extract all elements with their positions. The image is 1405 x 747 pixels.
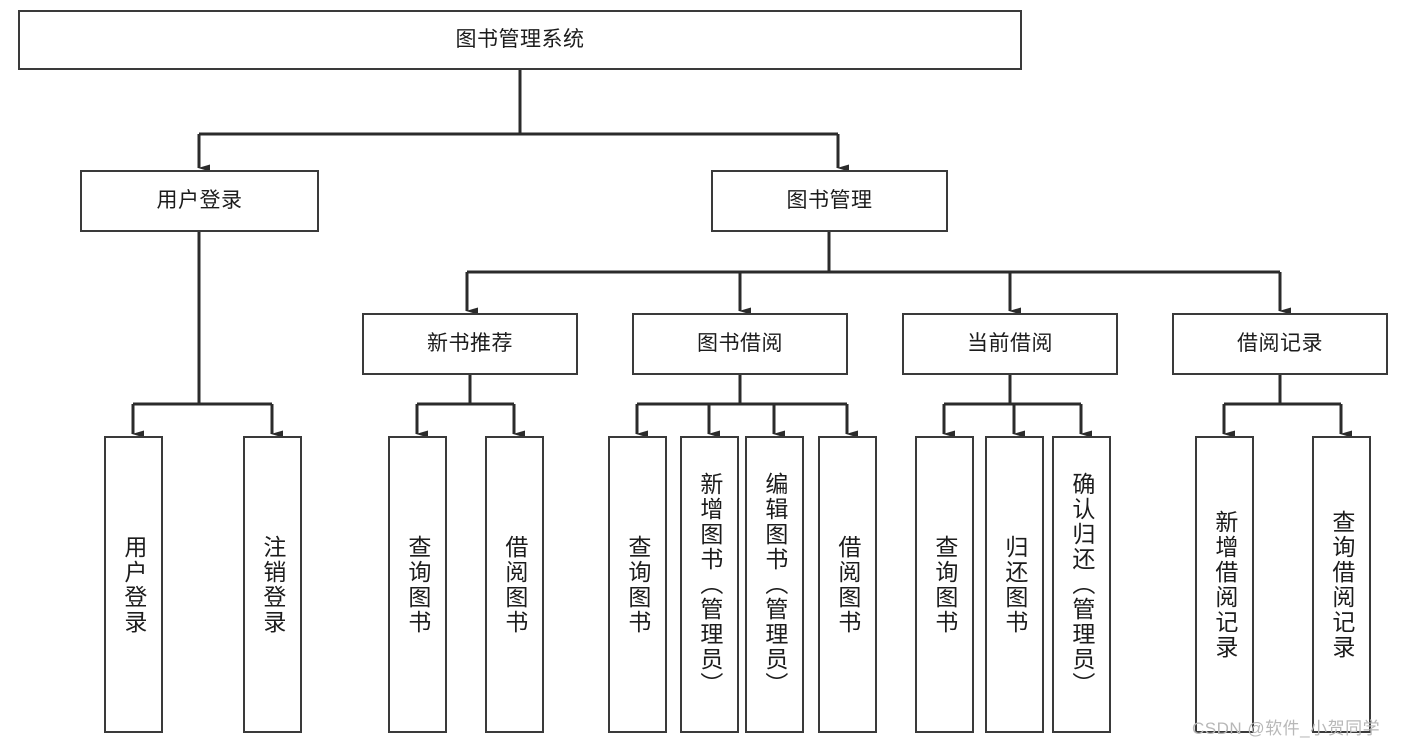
node-leaf-borrow-book-2[interactable]: 借阅图书 [818,436,877,733]
node-label: 图书管理 [786,189,873,213]
node-leaf-borrow-book-1[interactable]: 借阅图书 [485,436,544,733]
node-borrow-record[interactable]: 借阅记录 [1172,313,1388,375]
node-current-borrow[interactable]: 当前借阅 [902,313,1118,375]
node-label: 查询借阅记录 [1328,509,1355,660]
node-leaf-query-record[interactable]: 查询借阅记录 [1312,436,1371,733]
csdn-watermark: CSDN @软件_小贺同学 [1192,719,1381,738]
node-label: 借阅记录 [1237,332,1323,356]
node-label: 新增借阅记录 [1211,509,1238,660]
node-leaf-query-book-2[interactable]: 查询图书 [608,436,667,733]
node-label: 用户登录 [120,534,147,635]
node-label: 借阅图书 [501,534,528,635]
node-label: 编辑图书（管理员） [761,472,788,697]
node-user-login[interactable]: 用户登录 [80,170,319,232]
node-label: 新增图书（管理员） [696,472,723,697]
node-label: 图书管理系统 [455,28,585,52]
node-leaf-logout-login[interactable]: 注销登录 [243,436,302,733]
node-label: 查询图书 [404,534,431,635]
node-book-manage[interactable]: 图书管理 [711,170,948,232]
node-leaf-add-record[interactable]: 新增借阅记录 [1195,436,1254,733]
node-label: 用户登录 [156,189,243,213]
node-label: 查询图书 [931,534,958,635]
node-book-borrow[interactable]: 图书借阅 [632,313,848,375]
node-label: 归还图书 [1001,534,1028,635]
node-label: 当前借阅 [967,332,1053,356]
node-label: 图书借阅 [697,332,783,356]
node-leaf-return-book[interactable]: 归还图书 [985,436,1044,733]
node-label: 注销登录 [259,534,286,635]
node-label: 新书推荐 [427,332,513,356]
node-leaf-edit-book[interactable]: 编辑图书（管理员） [745,436,804,733]
node-leaf-query-book-1[interactable]: 查询图书 [388,436,447,733]
node-label: 查询图书 [624,534,651,635]
node-leaf-user-login[interactable]: 用户登录 [104,436,163,733]
node-root-system[interactable]: 图书管理系统 [18,10,1022,70]
node-label: 借阅图书 [834,534,861,635]
node-leaf-add-book[interactable]: 新增图书（管理员） [680,436,739,733]
node-leaf-confirm-return[interactable]: 确认归还（管理员） [1052,436,1111,733]
node-leaf-query-book-3[interactable]: 查询图书 [915,436,974,733]
node-label: 确认归还（管理员） [1068,472,1095,697]
node-new-book-recommend[interactable]: 新书推荐 [362,313,578,375]
